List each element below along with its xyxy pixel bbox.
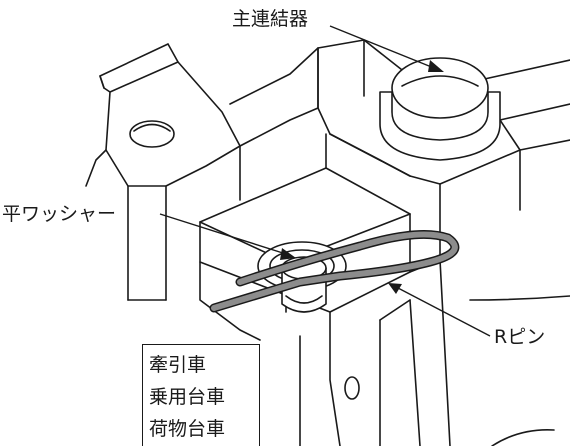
r-pin — [209, 229, 460, 313]
applicable-vehicles-box: 牽引車 乗用台車 荷物台車 — [142, 344, 260, 446]
leader-flat-washer — [159, 213, 296, 260]
main-coupler-knob — [379, 57, 501, 161]
leader-main-coupler — [329, 25, 444, 72]
left-mounting-bracket — [85, 43, 241, 301]
vehicle-type-tractor: 牽引車 — [149, 354, 207, 376]
partial-circle-outline — [491, 429, 555, 446]
vehicle-type-cargo-cart: 荷物台車 — [149, 418, 226, 440]
main-coupler-label: 主連結器 — [232, 8, 309, 30]
vehicle-type-passenger-cart: 乗用台車 — [149, 386, 226, 408]
r-pin-label: Rピン — [494, 326, 546, 348]
lower-base — [199, 259, 570, 446]
flat-washer-label: 平ワッシャー — [2, 203, 117, 225]
leader-r-pin — [388, 283, 491, 337]
